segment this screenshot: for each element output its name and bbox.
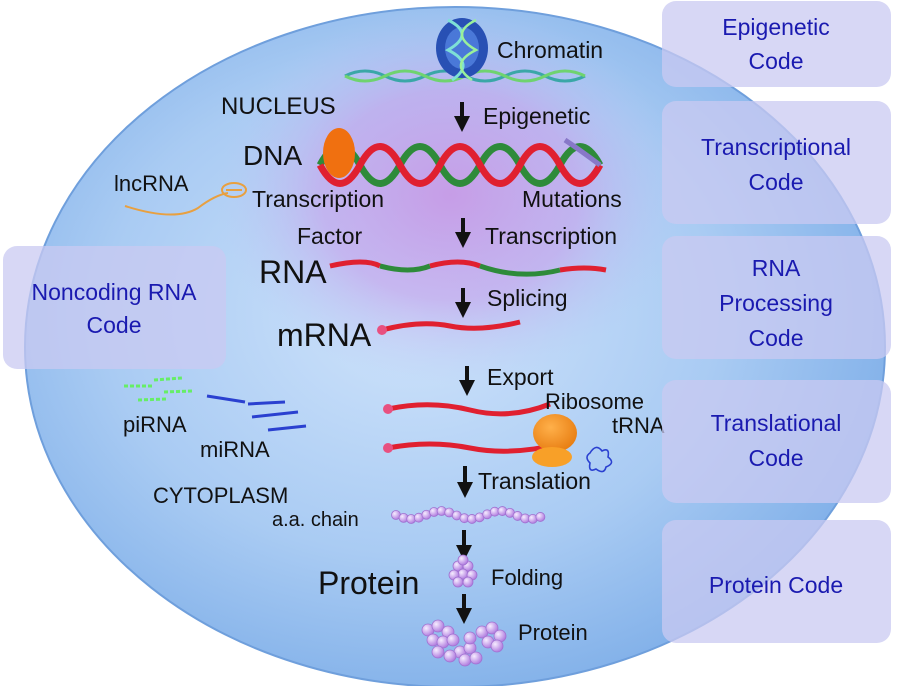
- epigenetic-code-line1: Epigenetic: [722, 14, 829, 40]
- protein-small-label: Protein: [518, 620, 588, 645]
- aa-chain-label: a.a. chain: [272, 509, 359, 531]
- mutations-label: Mutations: [522, 186, 622, 212]
- mrna-cap: [377, 325, 387, 335]
- amino-acid-bead: [431, 645, 445, 659]
- cytoplasm-label: CYTOPLASM: [153, 483, 288, 508]
- protein-cluster: [421, 619, 507, 667]
- lncrna-graphic: [124, 182, 247, 216]
- ribosome-graphic: [532, 414, 577, 467]
- transcription-label: Transcription: [485, 223, 617, 249]
- chromatin-label: Chromatin: [497, 37, 603, 63]
- transcription-factor-blob: [323, 128, 355, 178]
- folding-label: Folding: [491, 565, 563, 590]
- mrna-label: mRNA: [277, 317, 372, 353]
- protein-code-box: Protein Code: [662, 520, 891, 643]
- epigenetic-code-box: Epigenetic Code: [662, 1, 891, 87]
- mrna-strand: [381, 319, 521, 333]
- amino-acid-bead: [469, 651, 483, 665]
- ribosome-label: Ribosome: [545, 389, 644, 414]
- noncoding-code-line1: Noncoding RNA: [32, 279, 198, 305]
- transcription-factor-label-line2: Factor: [297, 223, 363, 249]
- nucleus-label: NUCLEUS: [221, 93, 336, 120]
- chromatin-graphic: [344, 18, 586, 83]
- cytoplasm-mrna-2: [387, 441, 561, 454]
- cytoplasm-mrna-1: [387, 401, 551, 417]
- amino-acid-bead: [457, 554, 469, 566]
- nucleus-region: [215, 5, 685, 385]
- noncoding-rna-code-box: Noncoding RNA Code: [3, 246, 226, 369]
- transcriptional-code-line2: Code: [749, 169, 804, 195]
- lncrna-label: lncRNA: [114, 171, 189, 196]
- export-label: Export: [487, 364, 554, 390]
- dna-label: DNA: [243, 140, 302, 171]
- amino-acid-bead: [485, 621, 499, 635]
- rna-processing-code-box: RNA Processing Code: [662, 236, 891, 359]
- amino-acid-bead: [462, 576, 474, 588]
- rna-strand: [329, 259, 607, 277]
- mirna-label: miRNA: [200, 437, 270, 462]
- transcription-factor-label-line1: Transcription: [252, 186, 384, 212]
- amino-acid-bead: [463, 631, 477, 645]
- amino-acid-bead: [446, 633, 460, 647]
- noncoding-code-line2: Code: [87, 312, 142, 338]
- amino-acid-bead: [490, 639, 504, 653]
- folded-protein-small: [448, 554, 478, 588]
- epigenetic-label: Epigenetic: [483, 103, 590, 129]
- amino-acid-bead: [443, 649, 457, 663]
- protein-code-line1: Protein Code: [709, 572, 843, 598]
- translation-label: Translation: [478, 468, 591, 494]
- epigenetic-code-line2: Code: [749, 48, 804, 74]
- pirna-label: piRNA: [123, 412, 187, 437]
- mirna-strands: [206, 394, 307, 432]
- transcriptional-code-line1: Transcriptional: [701, 134, 851, 160]
- transcriptional-code-box: Transcriptional Code: [662, 101, 891, 224]
- splicing-label: Splicing: [487, 285, 568, 311]
- protein-big-label: Protein: [318, 565, 419, 601]
- trna-label: tRNA: [612, 413, 665, 438]
- mrna-cap-1: [383, 404, 393, 414]
- dna-helix: [316, 137, 604, 187]
- rna-processing-code-line2: Processing: [719, 290, 833, 316]
- amino-acid-bead: [452, 576, 464, 588]
- mrna-cap-2: [383, 443, 393, 453]
- rna-processing-code-line1: RNA: [752, 255, 801, 281]
- rna-label: RNA: [259, 254, 327, 290]
- rna-processing-code-line3: Code: [749, 325, 804, 351]
- translational-code-box: Translational Code: [662, 380, 891, 503]
- pirna-strands: [124, 376, 193, 402]
- translational-code-line1: Translational: [711, 410, 842, 436]
- translational-code-line2: Code: [749, 445, 804, 471]
- amino-acid-bead: [431, 619, 445, 633]
- amino-acid-bead: [535, 512, 546, 522]
- trna-icon: [586, 446, 613, 473]
- amino-acid-bead: [458, 653, 472, 667]
- aa-chain: [391, 506, 546, 524]
